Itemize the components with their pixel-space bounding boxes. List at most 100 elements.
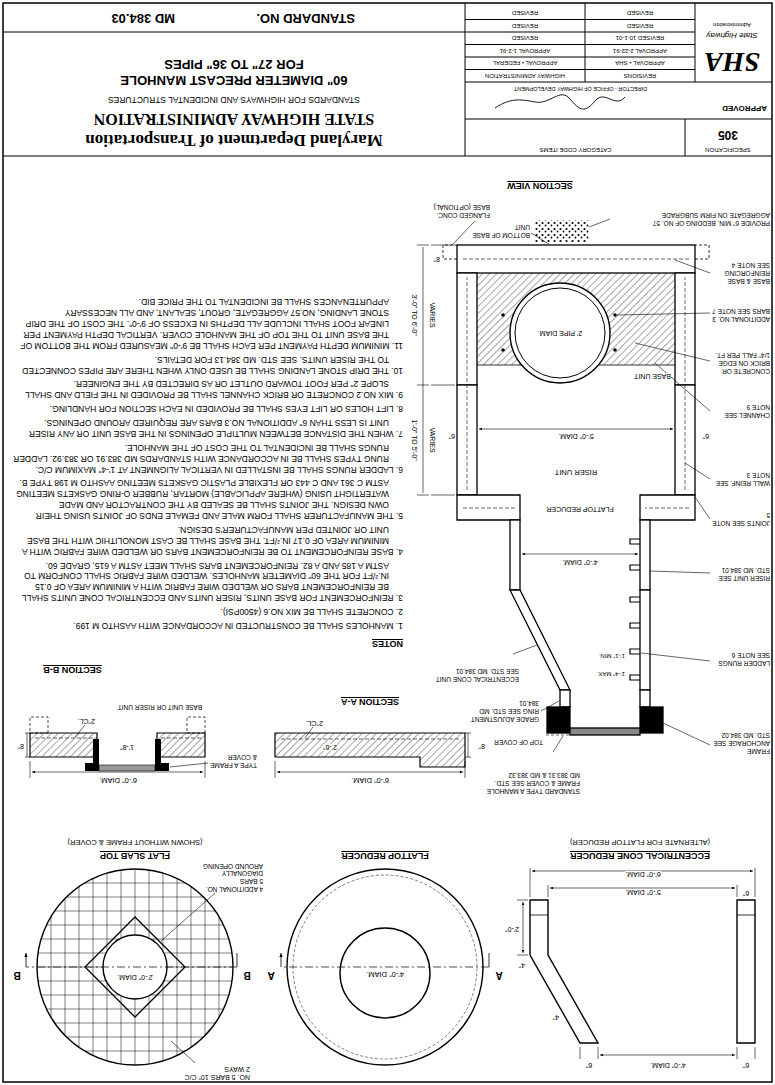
cone-reducer-plan (517, 868, 755, 1059)
dimension-holder: 2"CL. (291, 719, 323, 727)
dimension: 6" (743, 890, 749, 897)
dimension: 4'-0" DIAM. (650, 1062, 685, 1069)
callout-holder: GRADE ADJUSTMENT RING SEE STD. MD 384.01 (459, 700, 539, 723)
drawing-path (457, 495, 695, 520)
drawing-path (25, 733, 30, 757)
callout-holder: TYPE A FRAME & COVER (209, 753, 257, 769)
drawing-rect (570, 728, 640, 735)
callout-holder: JOINTS SEE NOTE 5 (710, 511, 770, 527)
callout: 4 ADDITIONAL NO. 5 BARS DIAGONALLY AROUN… (203, 863, 263, 893)
drawing-line (522, 554, 638, 555)
note-text: 2. CONCRETE SHALL BE MIX NO.6 (4500PSI). (13, 606, 403, 617)
drawing-rect (187, 717, 205, 733)
revision-cell: REVISED (627, 11, 653, 17)
callout: JOINTS SEE NOTE 5 (712, 512, 770, 527)
view-title-holder: SECTION A-A (310, 696, 430, 707)
dimension: 3'-0" TO 6'-0" (411, 294, 418, 335)
dimension: 2'-6" (323, 744, 337, 751)
drawing-path (275, 733, 465, 767)
dimension-holder: 4'-0" DIAM. (340, 970, 430, 979)
logo-text-holder: SHA (697, 45, 767, 79)
dimension-holder: 1'-0" TO 5'-0" (410, 419, 418, 460)
dimension: VARIES (429, 302, 436, 327)
drawing-path (465, 733, 471, 757)
drawing-rect (30, 717, 48, 733)
callout: RISER UNIT SEE STD. MD 384.01 (718, 567, 770, 582)
revision-cell: REVISED (627, 23, 653, 29)
callout-holder: ECCENTRICAL CONE UNIT SEE STD. MD 384.01 (431, 667, 519, 683)
view-title: ECCENTRICAL CONE REDUCER (570, 851, 710, 861)
drawing-g (3, 3, 772, 1082)
dimension-holder: 1'-8" (112, 743, 142, 751)
dimension-holder: 1'-1" MIN. (583, 652, 625, 659)
dimension-holder: 1'-4" MAX. (583, 670, 625, 677)
note-text: 10. THE DRIP STONE LANDING SHALL BE USED… (13, 354, 403, 376)
revision-cell: HIGHWAY ADMINISTRATION (485, 73, 565, 79)
note-text: 11. MINIMUM DEPTH PAYMENT PER EACH SHALL… (13, 297, 403, 351)
note-text: 5. THE MANUFACTURER SHALL FORM MALE AND … (13, 478, 403, 522)
revision-cell-holder: REVISED (467, 34, 583, 41)
title-block-text: STANDARDS FOR HIGHWAYS AND INCIDENTAL ST… (108, 95, 360, 105)
revision-cell: APPROVAL • SHA (615, 61, 664, 67)
dimension: 6'-0" DIAM. (625, 871, 660, 878)
drawing-rect (547, 707, 570, 733)
dimension-holder: 2'-6" (315, 743, 345, 751)
dimension-holder: 6" (579, 1061, 599, 1069)
dimension-holder: 6" (736, 1061, 756, 1069)
section-b-b (25, 717, 208, 778)
drawing-path (530, 915, 755, 916)
section-view (417, 219, 710, 752)
dimension-holder: 8" (471, 742, 485, 750)
callout-holder: CONCRETE OR BRICK ON EDGE 1/4" FALL PER … (710, 352, 770, 375)
view-title: SECTION A-A (341, 697, 399, 707)
callout: BOTTOM OF BASE UNIT (472, 224, 530, 239)
part-name-holder: RISER UNIT (517, 468, 635, 477)
dimension-holder: 2"CL. (63, 717, 95, 725)
revision-cell-holder: APPROVAL • FEDERAL (467, 59, 583, 66)
callout: BASE & BASE REINFORCING SEE NOTE 4 (725, 262, 771, 285)
drawing-rect (640, 690, 650, 707)
drawing-rect (99, 765, 155, 771)
revision-cell-holder: APPROVAL 2-22-91 (587, 47, 693, 54)
section-mark: A (267, 970, 274, 981)
callout-holder: FLANGED CONC. BASE (OPTIONAL) (428, 203, 490, 219)
revision-cell: REVISIONS (624, 73, 657, 79)
dimension: 8" (18, 743, 24, 750)
dimension-holder: 2'-0" DIAM. (107, 973, 163, 981)
callout: TYPE A FRAME & COVER (210, 754, 257, 769)
title-block-text-holder: SPECIFICATION (687, 146, 769, 153)
dimension-holder: 4" (509, 961, 525, 969)
dimension-holder: 4'-0" DIAM. (623, 1061, 713, 1069)
dimension: 6'-0" DIAM. (351, 776, 389, 785)
agency-name-holder: Maryland Department of Transportation (5, 130, 463, 150)
dimension-holder: 6'-0" DIAM. (320, 776, 420, 785)
callout: NO. 5 BARS 10" C/C 2 WAYS (184, 1066, 250, 1081)
note-text: 3. REINFORCEMENT FOR BASE UNITS, RISER U… (13, 560, 403, 604)
revision-cell-holder: REVISED (587, 9, 693, 16)
title-block-text-holder: APPROVED (697, 103, 767, 113)
drawing-path (546, 735, 569, 736)
drawing-path (281, 739, 459, 740)
dimension: 4" (553, 1014, 559, 1021)
callout: TOP OF COVER (494, 739, 543, 746)
drawing-rect (640, 590, 650, 690)
callout: LADDER RUNGS SEE NOTE 6 (718, 652, 770, 667)
title-block-text: 305 (718, 128, 738, 142)
revision-cell-holder: REVISED (467, 9, 583, 16)
callout-holder: TOP OF COVER (488, 738, 543, 746)
dimension-holder: 5'-0" DIAM. (527, 432, 625, 440)
callout-holder: BASE & BASE REINFORCING SEE NOTE 4 (710, 262, 770, 285)
part-name-holder: BASE UNIT (616, 372, 671, 380)
part-name-holder: FLATTOP REDUCER (520, 505, 640, 513)
callout: FLANGED CONC. BASE (OPTIONAL) (434, 204, 490, 219)
logo-text-holder: State Highway (697, 30, 767, 40)
standard-number: STANDARD NO. (256, 11, 355, 26)
view-subtitle: (ALTERNATE FOR FLATTOP REDUCER) (570, 838, 710, 847)
drawing-path (26, 967, 237, 968)
revision-cell: APPROVAL 1-2-91 (500, 48, 551, 54)
view-subtitle: (SHOWN WITHOUT FRAME & COVER) (68, 838, 203, 847)
revision-cell: APPROVAL 2-22-91 (613, 48, 667, 54)
view-title-holder: SECTION B-B (15, 664, 130, 675)
standard-number-holder: STANDARD NO. (215, 10, 355, 26)
notes-heading-holder: NOTES (343, 638, 403, 649)
